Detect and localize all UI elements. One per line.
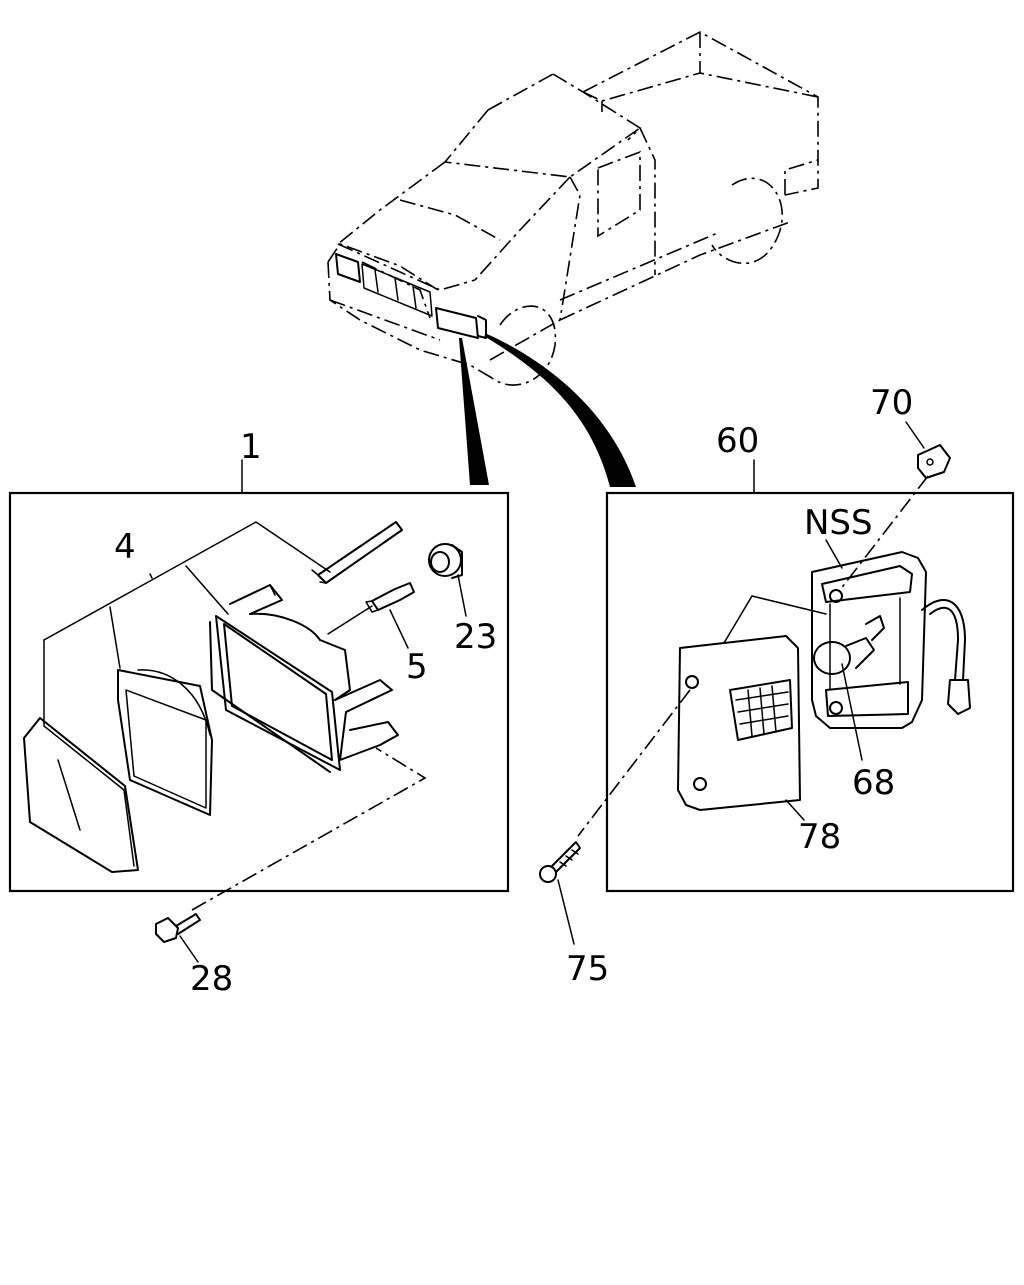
- callout-28: 28: [190, 959, 233, 999]
- callout-78: 78: [798, 817, 841, 857]
- callout-nss: NSS: [804, 503, 873, 543]
- callout-68: 68: [852, 763, 895, 803]
- pointer-leaders: [459, 334, 636, 487]
- bolt-icon: [155, 913, 201, 943]
- headlamp-assembly-box: [8, 491, 510, 893]
- headlamp-exploded-view: [23, 521, 463, 873]
- callout-60: 60: [716, 421, 759, 461]
- right-leaders: [557, 421, 929, 945]
- side-lamp-exploded-view: [677, 444, 971, 811]
- left-leaders: [179, 574, 467, 963]
- screw-icon: [539, 841, 581, 883]
- callout-23: 23: [454, 617, 497, 657]
- callout-1: 1: [240, 427, 262, 467]
- truck-illustration: [327, 31, 819, 386]
- callout-4: 4: [114, 527, 136, 567]
- callout-75: 75: [566, 949, 609, 989]
- side-lamp-assembly-box: [605, 491, 1015, 893]
- callout-70: 70: [870, 383, 913, 423]
- callout-5: 5: [406, 647, 428, 687]
